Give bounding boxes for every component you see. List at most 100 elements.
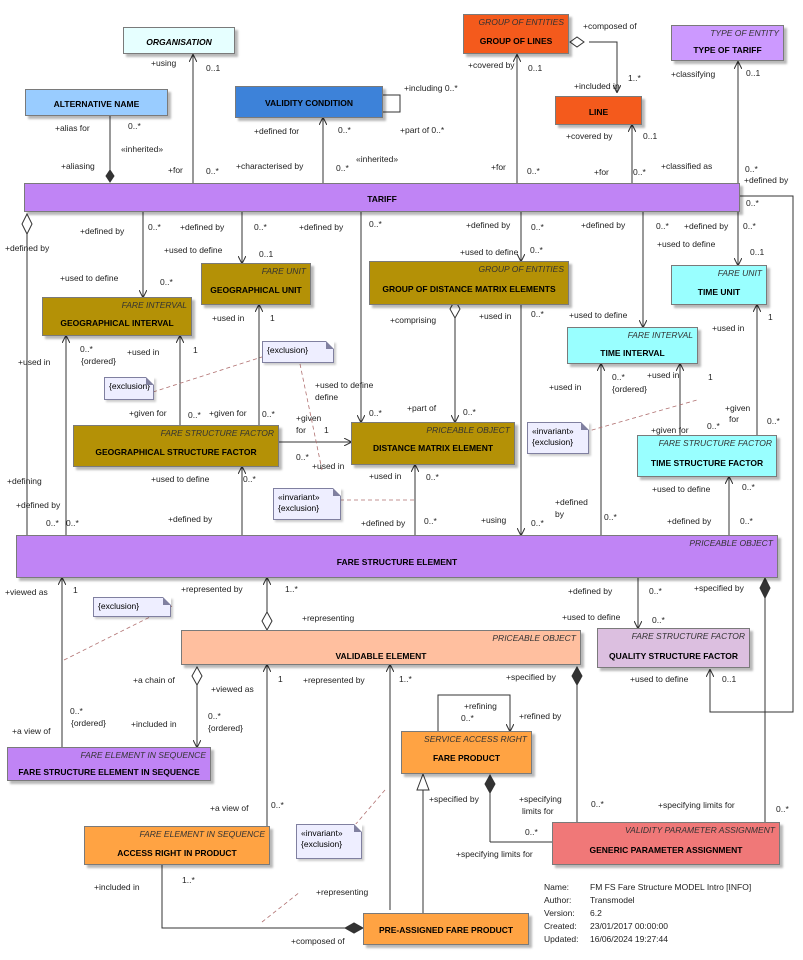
label-limits-for: limits for — [522, 806, 554, 816]
fse-in-sequence-box[interactable]: FARE ELEMENT IN SEQUENCE FARE STRUCTURE … — [7, 747, 211, 781]
label-including: +including 0..* — [404, 83, 458, 93]
time-interval-box[interactable]: FARE INTERVAL TIME INTERVAL — [567, 327, 698, 364]
distance-matrix-element-name: DISTANCE MATRIX ELEMENT — [372, 443, 494, 453]
label-mult: 0..* — [461, 713, 474, 723]
line-box[interactable]: LINE — [555, 96, 642, 125]
distance-matrix-element-box[interactable]: PRICEABLE OBJECT DISTANCE MATRIX ELEMENT — [351, 422, 515, 465]
label-by: by — [555, 509, 564, 519]
label-for: for — [296, 425, 306, 435]
label-mult: 0..* — [369, 408, 382, 418]
label-included-in: +included in — [131, 719, 177, 729]
label-mult: 0..* — [296, 452, 309, 462]
label-mult: 1 — [270, 313, 275, 323]
label-mult: 0..* — [336, 163, 349, 173]
group-dme-box[interactable]: GROUP OF ENTITIES GROUP OF DISTANCE MATR… — [369, 261, 569, 305]
label-mult: 1 — [73, 585, 78, 595]
time-structure-factor-name: TIME STRUCTURE FACTOR — [650, 458, 764, 468]
label-refining: +refining — [464, 701, 497, 711]
group-dme-stereotype: GROUP OF ENTITIES — [478, 264, 564, 274]
fare-structure-element-box[interactable]: PRICEABLE OBJECT FARE STRUCTURE ELEMENT — [16, 535, 778, 578]
label-defined-by: +defined by — [299, 222, 344, 232]
label-mult: 0..* — [742, 482, 755, 492]
label-mult: 1..* — [628, 73, 641, 83]
label-mult: 0..1 — [722, 674, 737, 684]
label-mult: 0..* — [70, 706, 83, 716]
meta-name-label: Name: — [544, 882, 570, 892]
label-ordered: {ordered} — [71, 718, 106, 728]
label-a-view-of: +a view of — [12, 726, 51, 736]
validity-condition-box[interactable]: VALIDITY CONDITION — [235, 86, 383, 118]
organisation-box[interactable]: ORGANISATION — [123, 27, 235, 54]
meta-version-label: Version: — [544, 908, 575, 918]
label-classifying: +classifying — [671, 69, 716, 79]
label-used-to-define: +used to define — [630, 674, 689, 684]
meta-created-label: Created: — [544, 921, 577, 931]
label-mult: 0..* — [369, 219, 382, 229]
label-defined-for: +defined for — [254, 126, 300, 136]
label-mult: 1..* — [182, 875, 195, 885]
fare-product-stereotype: SERVICE ACCESS RIGHT — [424, 734, 527, 744]
label-mult: 0..* — [424, 516, 437, 526]
label-ordered: {ordered} — [208, 723, 243, 733]
generic-parameter-assignment-box[interactable]: VALIDITY PARAMETER ASSIGNMENT GENERIC PA… — [552, 822, 780, 865]
label-used-in: +used in — [549, 382, 582, 392]
time-unit-box[interactable]: FARE UNIT TIME UNIT — [671, 265, 767, 305]
label-given: +given — [725, 403, 751, 413]
label-mult: 0..* — [656, 221, 669, 231]
fare-product-name: FARE PRODUCT — [432, 753, 501, 763]
label-mult: 0..* — [591, 799, 604, 809]
quality-structure-factor-stereotype: FARE STRUCTURE FACTOR — [631, 631, 745, 641]
label-covered-by: +covered by — [468, 60, 515, 70]
line-name: LINE — [588, 107, 609, 117]
label-refined-by: +refined by — [519, 711, 562, 721]
label-defined-by: +defined by — [16, 500, 61, 510]
label-represented-by: +represented by — [181, 584, 243, 594]
label-mult: 0..* — [262, 409, 275, 419]
label-specifying: +specifying — [519, 794, 562, 804]
fare-structure-element-stereotype: PRICEABLE OBJECT — [689, 538, 773, 548]
label-mult: 0..* — [527, 166, 540, 176]
time-interval-name: TIME INTERVAL — [600, 348, 665, 358]
label-mult: 0..* — [66, 518, 79, 528]
geographical-interval-box[interactable]: FARE INTERVAL GEOGRAPHICAL INTERVAL — [42, 297, 192, 336]
label-defined-by: +defined by — [80, 226, 125, 236]
label-specified-by: +specified by — [694, 583, 744, 593]
label-used-to-define: +used to define — [657, 239, 716, 249]
group-of-lines-box[interactable]: GROUP OF ENTITIES GROUP OF LINES — [463, 14, 569, 54]
label-representing: +representing — [302, 613, 355, 623]
quality-structure-factor-box[interactable]: FARE STRUCTURE FACTOR QUALITY STRUCTURE … — [597, 628, 750, 668]
access-right-in-product-box[interactable]: FARE ELEMENT IN SEQUENCE ACCESS RIGHT IN… — [84, 826, 270, 865]
label-a-chain-of: +a chain of — [133, 675, 175, 685]
label-composed-of: +composed of — [291, 936, 345, 946]
pre-assigned-fare-product-name: PRE-ASSIGNED FARE PRODUCT — [378, 925, 514, 935]
tariff-box[interactable]: TARIFF — [24, 183, 740, 212]
type-of-tariff-box[interactable]: TYPE OF ENTITY TYPE OF TARIFF — [671, 25, 784, 61]
label-specifying-limits-for: +specifying limits for — [456, 849, 533, 859]
label-ordered: {ordered} — [81, 356, 116, 366]
label-mult: 0..* — [633, 167, 646, 177]
label-covered-by: +covered by — [566, 131, 613, 141]
alternative-name-box[interactable]: ALTERNATIVE NAME — [25, 89, 168, 116]
time-unit-name: TIME UNIT — [697, 287, 741, 297]
label-mult: 1 — [278, 674, 283, 684]
label-aliasing: +aliasing — [61, 161, 95, 171]
label-mult: 0..1 — [643, 131, 658, 141]
fare-product-box[interactable]: SERVICE ACCESS RIGHT FARE PRODUCT — [401, 731, 532, 774]
label-mult: 0..* — [652, 615, 665, 625]
label-given-for: +given for — [651, 425, 689, 435]
geographical-unit-box[interactable]: FARE UNIT GEOGRAPHICAL UNIT — [201, 263, 311, 305]
time-unit-stereotype: FARE UNIT — [717, 268, 762, 278]
label-used-to-define: +used to define — [569, 310, 628, 320]
label-mult: 0..* — [160, 277, 173, 287]
label-used-to-define: +used to define — [652, 484, 711, 494]
note-invariant-3: «invariant» {exclusion} — [296, 824, 362, 859]
validable-element-box[interactable]: PRICEABLE OBJECT VALIDABLE ELEMENT — [181, 630, 581, 665]
time-structure-factor-stereotype: FARE STRUCTURE FACTOR — [658, 438, 772, 448]
label-classified-as: +classified as — [661, 161, 713, 171]
geo-structure-factor-box[interactable]: FARE STRUCTURE FACTOR GEOGRAPHICAL STRUC… — [73, 425, 279, 467]
time-structure-factor-box[interactable]: FARE STRUCTURE FACTOR TIME STRUCTURE FAC… — [637, 435, 777, 477]
type-of-tariff-name: TYPE OF TARIFF — [693, 45, 762, 55]
pre-assigned-fare-product-box[interactable]: PRE-ASSIGNED FARE PRODUCT — [363, 913, 529, 945]
label-defined-by: +defined by — [667, 516, 712, 526]
validity-condition-name: VALIDITY CONDITION — [265, 98, 353, 108]
